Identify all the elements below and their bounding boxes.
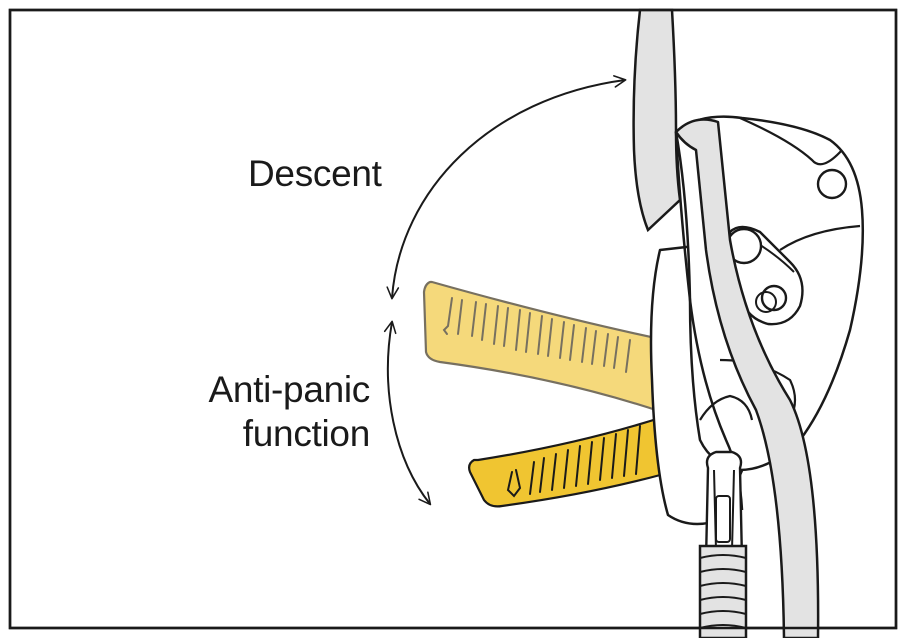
rivet-top-icon [816,168,848,200]
handle-anti-panic-position-icon [468,414,668,508]
belay-device-illustration [632,8,865,638]
handle-descent-position-icon [422,280,667,414]
double-arrow-anti-panic-icon [383,320,432,506]
anti-panic-label-line1: Anti-panic [208,369,370,410]
descent-label: Descent [248,153,382,194]
double-arrow-descent-icon [386,75,627,300]
anti-panic-label: Anti-panic function [150,368,370,456]
anti-panic-label-line2: function [242,413,371,454]
